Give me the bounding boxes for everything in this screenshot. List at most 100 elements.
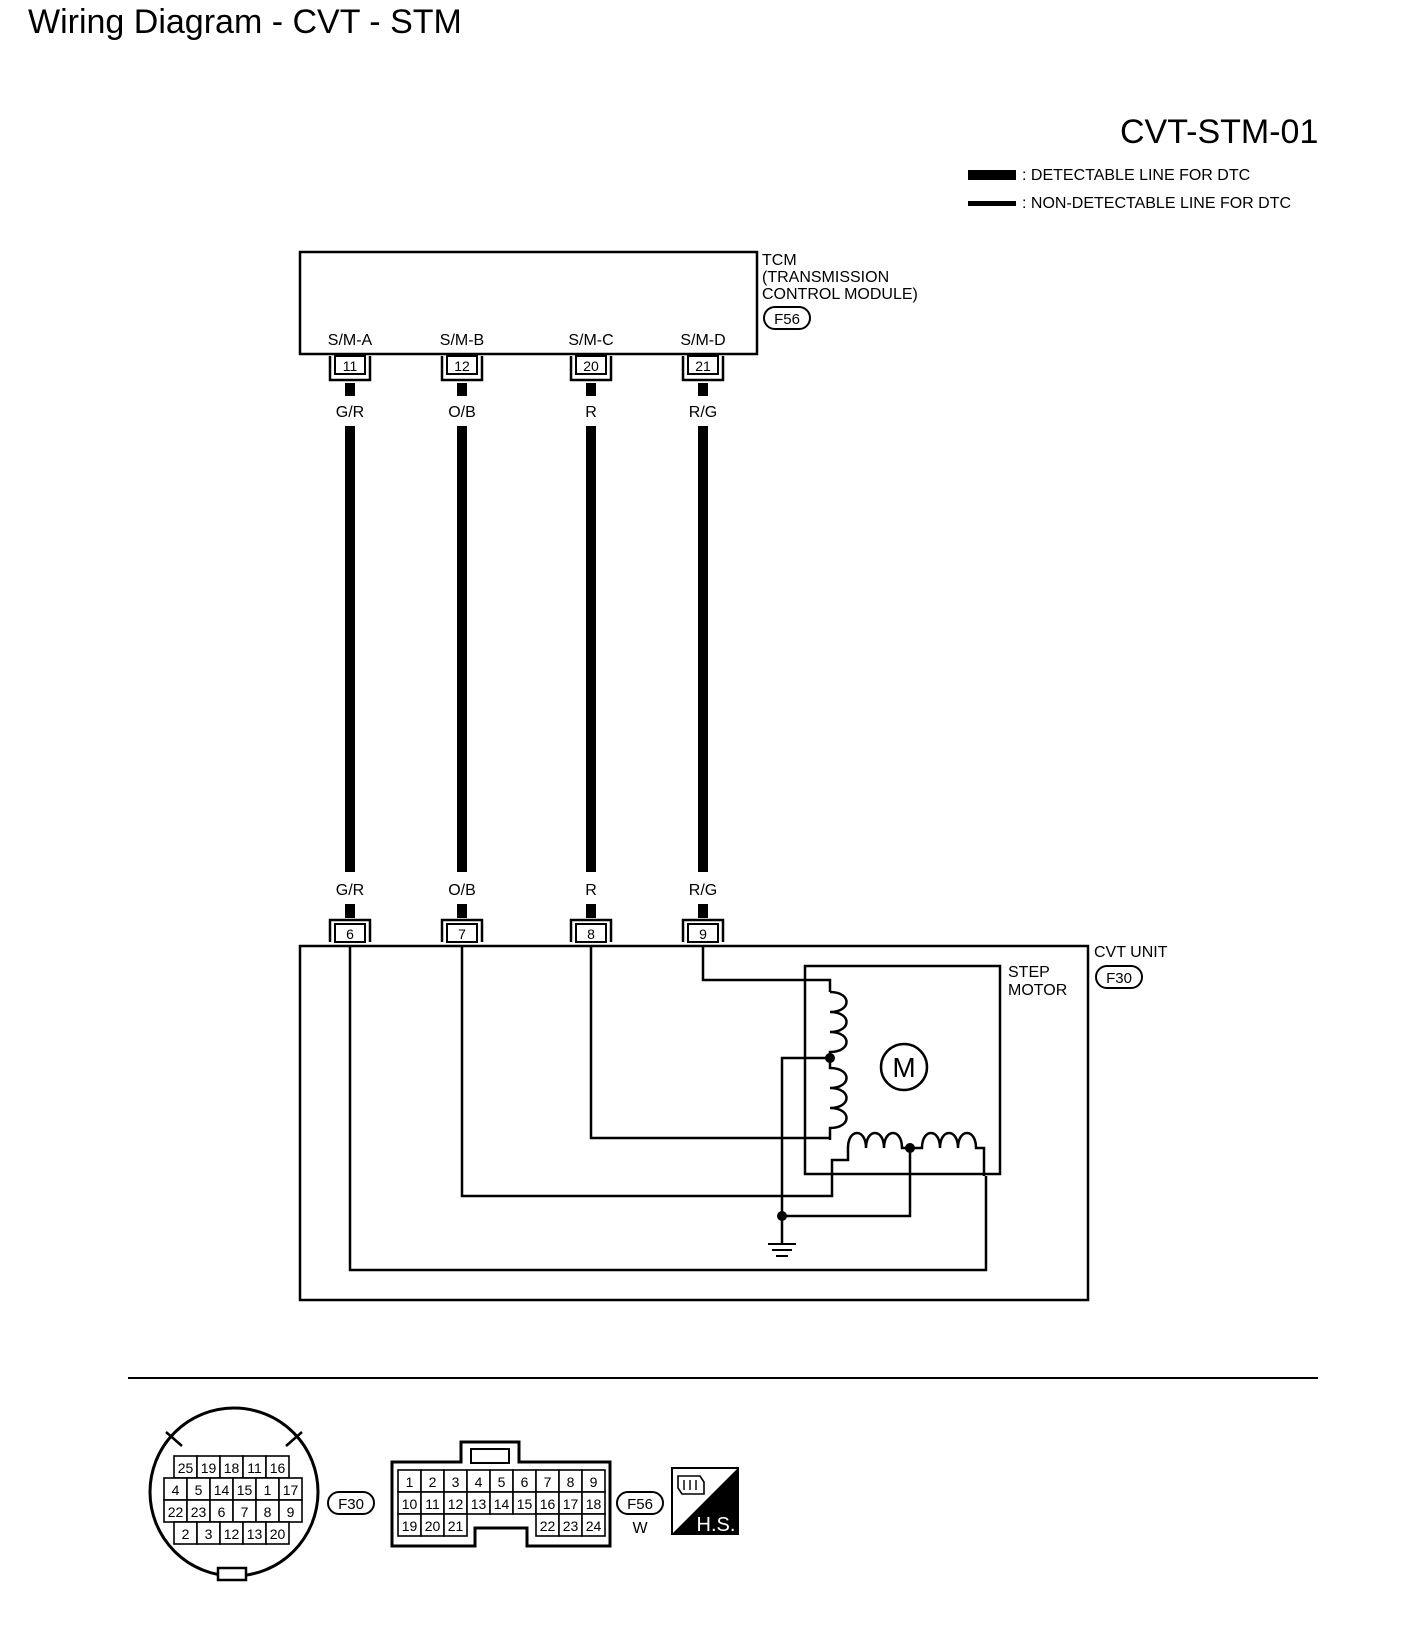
wire-color-label: G/R xyxy=(336,882,364,899)
f30-name: F30 xyxy=(338,1496,364,1513)
harness-wires: G/R O/B R R/G G/R O/B R R/G xyxy=(336,383,717,918)
wire-sm-d xyxy=(698,426,708,872)
coil-icon xyxy=(828,1058,848,1140)
connector-key xyxy=(216,1566,248,1582)
wire-stub xyxy=(698,904,708,918)
pin-number: 16 xyxy=(270,1460,286,1476)
connector-icon xyxy=(677,1475,705,1495)
cvt-connector-id: F30 xyxy=(1106,970,1132,987)
pin-cell xyxy=(265,1521,290,1545)
pin-number: 21 xyxy=(448,1518,464,1534)
cvt-pin-group: 9 xyxy=(681,918,725,943)
pin-cell xyxy=(278,1499,303,1523)
pin-number: 12 xyxy=(448,1496,464,1512)
pin-number: 13 xyxy=(247,1526,263,1542)
tcm-label-line2: (TRANSMISSION xyxy=(762,269,889,286)
wire-color-label: O/B xyxy=(448,882,476,899)
step-motor-label-line2: MOTOR xyxy=(1008,982,1067,999)
tcm-pin-group: S/M-B 12 xyxy=(440,332,484,382)
connector-bracket xyxy=(681,918,725,942)
coil-icon xyxy=(828,990,848,1058)
pin-box xyxy=(334,355,366,375)
pin-box xyxy=(446,923,478,943)
pin-number: 1 xyxy=(264,1482,272,1498)
cvt-pin-number: 9 xyxy=(699,926,707,942)
legend-non-detectable-text: : NON-DETECTABLE LINE FOR DTC xyxy=(1022,195,1292,212)
pin-number: 20 xyxy=(270,1526,286,1542)
wire-color-label: G/R xyxy=(336,404,364,421)
wire-sm-c xyxy=(586,426,596,872)
tcm-connector-id: F56 xyxy=(774,311,800,328)
tcm-box xyxy=(298,250,759,356)
pin-box xyxy=(575,355,607,375)
legend-detectable-text: : DETECTABLE LINE FOR DTC xyxy=(1022,167,1251,184)
pin-number: 17 xyxy=(283,1482,299,1498)
pin-number: 3 xyxy=(205,1526,213,1542)
pin-number: 11 xyxy=(247,1460,262,1476)
page-title: Wiring Diagram - CVT - STM xyxy=(28,3,462,41)
pin-number: 7 xyxy=(544,1474,552,1490)
pin-number: 14 xyxy=(494,1496,510,1512)
pin-cell xyxy=(443,1513,468,1537)
pin-number: 4 xyxy=(172,1482,180,1498)
pin-number: 8 xyxy=(567,1474,575,1490)
wire-color-label: R xyxy=(585,882,597,899)
hs-triangle xyxy=(672,1468,738,1534)
pin-number: 15 xyxy=(237,1482,253,1498)
ground-icon xyxy=(768,1243,796,1257)
pin-number: 4 xyxy=(475,1474,483,1490)
connector-bracket xyxy=(569,356,613,382)
pin-number: 24 xyxy=(586,1518,602,1534)
cvt-pin-group: 7 xyxy=(440,918,484,943)
cvt-pin-group: 6 xyxy=(328,918,372,943)
pin-number: 9 xyxy=(287,1504,295,1520)
pin-number: 2 xyxy=(182,1526,190,1542)
connector-latch xyxy=(470,1448,510,1464)
pin-number: 17 xyxy=(563,1496,579,1512)
pin-number: 1 xyxy=(406,1474,414,1490)
junction-dot xyxy=(905,1143,915,1153)
pin-number: 18 xyxy=(586,1496,602,1512)
pin-box xyxy=(687,923,719,943)
connector-bracket xyxy=(328,918,372,942)
pin-number: 23 xyxy=(191,1504,207,1520)
pin-number: 5 xyxy=(195,1482,203,1498)
wire-color-label: R xyxy=(585,404,597,421)
tcm-pin-function: S/M-A xyxy=(328,332,373,349)
pin-number: 11 xyxy=(425,1496,440,1512)
connector-bracket xyxy=(328,356,372,382)
pin-number: 16 xyxy=(540,1496,556,1512)
wire-stub xyxy=(457,904,467,918)
pin-number: 6 xyxy=(521,1474,529,1490)
connector-bracket xyxy=(440,918,484,942)
wire-stub xyxy=(586,383,596,396)
tcm-pin-group: S/M-A 11 xyxy=(328,332,373,382)
pin-box xyxy=(687,355,719,375)
pin-number: 25 xyxy=(178,1460,194,1476)
internal-wiring xyxy=(348,946,988,1272)
tcm-pin-group: S/M-C 20 xyxy=(568,332,614,382)
f56-connector-outline xyxy=(390,1440,612,1548)
connector-icon xyxy=(683,1480,697,1490)
tcm-label-line3: CONTROL MODULE) xyxy=(762,286,918,303)
harness-side-icon: H.S. xyxy=(671,1467,739,1536)
wire-stub xyxy=(698,383,708,396)
pin-number: 20 xyxy=(425,1518,441,1534)
cvt-unit-label: CVT UNIT xyxy=(1094,944,1168,961)
junction-dot xyxy=(825,1053,835,1063)
pin-number: 23 xyxy=(563,1518,579,1534)
pin-number: 12 xyxy=(224,1526,240,1542)
wire-sm-a xyxy=(345,426,355,872)
tcm-label: TCM xyxy=(762,252,797,269)
wire-stub xyxy=(457,383,467,396)
wire-color-label: R/G xyxy=(689,404,717,421)
pin-cell xyxy=(581,1513,606,1537)
tcm-pin-number: 11 xyxy=(343,358,358,374)
pin-number: 8 xyxy=(264,1504,272,1520)
cvt-pin-number: 7 xyxy=(458,926,466,942)
f56-color: W xyxy=(632,1520,648,1537)
step-motor-label: STEP xyxy=(1008,964,1050,981)
